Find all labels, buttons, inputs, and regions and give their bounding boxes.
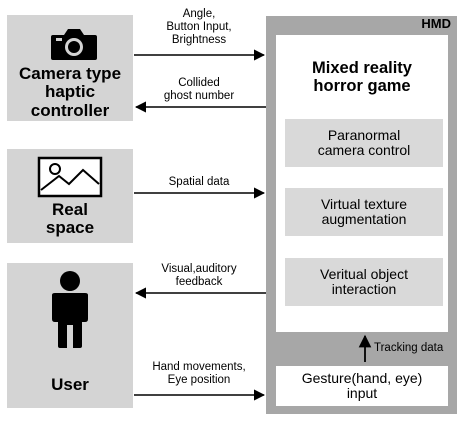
module-2-line1: Virtual texture xyxy=(320,195,408,212)
module-paranormal-camera: Paranormal camera control xyxy=(285,119,443,167)
landscape-image-icon xyxy=(37,156,103,198)
label-hand-movements: Hand movements, xyxy=(152,361,246,373)
input-line1: Gesture(hand, eye) xyxy=(301,369,423,386)
real-space-label: Real space xyxy=(7,200,133,238)
label-collided: Collided xyxy=(178,77,220,89)
camera-label-line2: haptic xyxy=(44,82,96,102)
camera-controller-label: Camera type haptic controller xyxy=(7,64,133,120)
module-virtual-texture: Virtual texture augmentation xyxy=(285,188,443,236)
hmd-title: HMD xyxy=(421,16,451,31)
camera-label-line3: controller xyxy=(30,100,110,120)
module-2-line2: augmentation xyxy=(321,211,407,227)
label-brightness: Brightness xyxy=(171,34,227,47)
label-ghost-number: ghost number xyxy=(163,90,235,103)
camera-label-line1: Camera type xyxy=(18,64,122,83)
module-object-interaction: Veritual object interaction xyxy=(285,258,443,306)
label-spatial-data: Spatial data xyxy=(168,176,230,188)
user-box: User xyxy=(7,263,133,408)
user-label: User xyxy=(51,375,89,394)
person-icon xyxy=(52,271,88,348)
real-space-box: Real space xyxy=(7,149,133,243)
game-title: Mixed reality horror game xyxy=(276,59,448,96)
label-tracking-data: Tracking data xyxy=(374,342,444,354)
label-feedback: feedback xyxy=(175,276,223,289)
module-3-line2: interaction xyxy=(331,281,397,297)
camera-controller-box: Camera type haptic controller xyxy=(7,15,133,121)
game-title-line1: Mixed reality xyxy=(312,59,412,77)
input-line2: input xyxy=(346,385,378,401)
label-button-input: Button Input, xyxy=(166,21,232,34)
label-angle-button-brightness: Angle, Button Input, Brightness xyxy=(140,8,258,48)
module-1-line2: camera control xyxy=(317,142,411,158)
label-eye-position: Eye position xyxy=(167,374,231,387)
space-label-line2: space xyxy=(45,218,95,238)
module-1-line1: Paranormal xyxy=(327,126,401,143)
gesture-input-box: Gesture(hand, eye) input xyxy=(276,366,448,406)
label-hand-eye: Hand movements, Eye position xyxy=(140,361,258,387)
label-angle: Angle, xyxy=(182,8,216,20)
camera-icon xyxy=(51,29,97,60)
module-3-line1: Veritual object xyxy=(320,265,408,282)
game-title-line2: horror game xyxy=(313,76,411,95)
space-label-line1: Real xyxy=(52,200,88,219)
label-visual: Visual,auditory xyxy=(161,263,237,275)
label-collided-ghost: Collided ghost number xyxy=(140,77,258,103)
label-visual-auditory: Visual,auditory feedback xyxy=(140,263,258,289)
